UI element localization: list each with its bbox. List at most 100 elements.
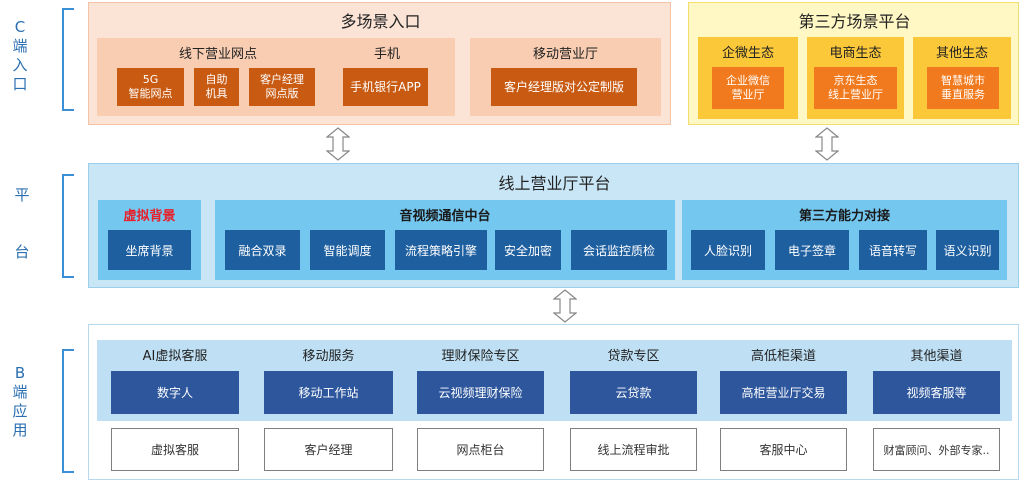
- virtual-background-group: 虚拟背景 坐席背景: [98, 200, 201, 280]
- b-col-title: 贷款专区: [607, 348, 660, 364]
- updown-arrow-icon: [326, 127, 350, 161]
- platform-label: 平 台: [14, 186, 30, 261]
- wecom-hall-box[interactable]: 企业微信 营业厅: [712, 67, 784, 109]
- agent-background-box[interactable]: 坐席背景: [108, 230, 191, 270]
- b-role-label: 客服中心: [759, 443, 808, 457]
- av-comm-title: 音视频通信中台: [399, 208, 491, 224]
- smart-city-box[interactable]: 智慧城市 垂直服务: [927, 67, 999, 109]
- dual-recording-label: 融合双录: [238, 243, 287, 258]
- wecom-ecosystem-group: 企微生态 企业微信 营业厅: [698, 37, 798, 119]
- b-role-label: 虚拟客服: [150, 443, 199, 457]
- e-signature-box[interactable]: 电子签章: [775, 230, 849, 270]
- e-signature-label: 电子签章: [787, 243, 836, 258]
- b-end-label: B 端 应 用: [12, 364, 28, 439]
- b-role-label: 客户经理: [304, 443, 353, 457]
- updown-arrow-icon: [553, 289, 577, 323]
- b-channel-label: 云视频理财保险: [438, 386, 523, 400]
- b-channel-label: 云贷款: [615, 386, 652, 400]
- offline-mobile-group: 线下营业网点 手机 5G 智能网点 自助 机具 客户经理 网点版 手机银行APP: [97, 38, 455, 116]
- mobile-hall-group: 移动营业厅 客户经理版对公定制版: [470, 38, 661, 116]
- b-channel-label: 视频客服等: [906, 386, 967, 400]
- b-channel-label: 高柜营业厅交易: [741, 386, 826, 400]
- c-end-label: C 端 入 口: [12, 18, 28, 93]
- third-party-capability-group: 第三方能力对接 人脸识别 电子签章 语音转写 语义识别: [682, 200, 1007, 280]
- b-col-title: AI虚拟客服: [142, 348, 208, 364]
- b-channel-box[interactable]: 云视频理财保险: [417, 371, 544, 414]
- b-col-title: 移动服务: [302, 348, 355, 364]
- b-role-box[interactable]: 客户经理: [264, 428, 393, 471]
- speech-transcription-box[interactable]: 语音转写: [859, 230, 927, 270]
- jd-online-hall-label: 京东生态 线上营业厅: [828, 74, 883, 101]
- agent-background-label: 坐席背景: [125, 243, 174, 258]
- b-end-channel-band: [97, 340, 1012, 421]
- wecom-hall-label: 企业微信 营业厅: [726, 74, 770, 101]
- b-channel-box[interactable]: 数字人: [111, 371, 239, 414]
- corporate-custom-label: 客户经理版对公定制版: [503, 80, 624, 94]
- b-role-box[interactable]: 财富顾问、外部专家..: [873, 428, 1000, 471]
- security-encryption-box[interactable]: 安全加密: [495, 230, 561, 270]
- third-party-scene-title: 第三方场景平台: [798, 12, 911, 31]
- account-manager-outlet-label: 客户经理 网点版: [260, 73, 304, 100]
- b-role-label: 财富顾问、外部专家..: [883, 443, 990, 457]
- b-role-box[interactable]: 客服中心: [720, 428, 847, 471]
- face-recognition-box[interactable]: 人脸识别: [691, 230, 765, 270]
- b-channel-label: 数字人: [156, 386, 193, 400]
- b-channel-label: 移动工作站: [298, 386, 359, 400]
- c-end-bracket: [62, 8, 74, 111]
- ecommerce-ecosystem-title: 电商生态: [829, 45, 882, 61]
- third-party-scene-panel: 第三方场景平台 企微生态 企业微信 营业厅 电商生态 京东生态 线上营业厅 其他…: [688, 2, 1019, 125]
- corporate-custom-box[interactable]: 客户经理版对公定制版: [491, 68, 637, 106]
- b-col-title: 高低柜渠道: [750, 348, 816, 364]
- b-col-title: 理财保险专区: [441, 348, 520, 364]
- self-service-machine-box[interactable]: 自助 机具: [194, 68, 239, 106]
- b-col-title: 其他渠道: [910, 348, 963, 364]
- 5g-smart-outlet-label: 5G 智能网点: [128, 73, 173, 100]
- smart-dispatch-label: 智能调度: [323, 243, 372, 258]
- ecommerce-ecosystem-group: 电商生态 京东生态 线上营业厅: [807, 37, 904, 119]
- b-role-label: 网点柜台: [456, 443, 505, 457]
- av-comm-group: 音视频通信中台 融合双录 智能调度 流程策略引擎 安全加密 会话监控质检: [215, 200, 675, 280]
- 5g-smart-outlet-box[interactable]: 5G 智能网点: [117, 68, 184, 106]
- policy-engine-label: 流程策略引擎: [404, 243, 477, 258]
- speech-transcription-label: 语音转写: [868, 243, 917, 258]
- b-end-bracket: [62, 349, 74, 473]
- b-channel-box[interactable]: 视频客服等: [873, 371, 1000, 414]
- wecom-ecosystem-title: 企微生态: [721, 45, 774, 61]
- b-channel-box[interactable]: 云贷款: [570, 371, 697, 414]
- b-end-panel: AI虚拟客服 数字人 虚拟客服 移动服务 移动工作站 客户经理 理财保险专区 云…: [88, 324, 1019, 480]
- account-manager-outlet-box[interactable]: 客户经理 网点版: [249, 68, 315, 106]
- online-hall-platform-panel: 线上营业厅平台 虚拟背景 坐席背景 音视频通信中台 融合双录 智能调度 流程策略…: [88, 163, 1019, 288]
- mobile-banking-app-label: 手机银行APP: [350, 80, 421, 94]
- third-party-capability-title: 第三方能力对接: [798, 208, 890, 224]
- b-channel-box[interactable]: 高柜营业厅交易: [720, 371, 847, 414]
- semantic-recognition-label: 语义识别: [943, 243, 992, 258]
- b-role-box[interactable]: 网点柜台: [417, 428, 544, 471]
- semantic-recognition-box[interactable]: 语义识别: [936, 230, 999, 270]
- platform-title: 线上营业厅平台: [498, 174, 611, 193]
- session-monitoring-label: 会话监控质检: [582, 243, 655, 258]
- multi-scene-entry-panel: 多场景入口 线下营业网点 手机 5G 智能网点 自助 机具 客户经理 网点版 手…: [88, 2, 671, 125]
- platform-bracket: [62, 174, 74, 278]
- mobile-banking-app-box[interactable]: 手机银行APP: [343, 68, 428, 106]
- mobile-hall-title: 移动营业厅: [532, 46, 598, 62]
- b-role-label: 线上流程审批: [597, 443, 670, 457]
- smart-city-label: 智慧城市 垂直服务: [941, 74, 985, 101]
- policy-engine-box[interactable]: 流程策略引擎: [395, 230, 487, 270]
- security-encryption-label: 安全加密: [503, 243, 552, 258]
- updown-arrow-icon: [815, 127, 839, 161]
- jd-online-hall-box[interactable]: 京东生态 线上营业厅: [814, 67, 897, 109]
- session-monitoring-box[interactable]: 会话监控质检: [571, 230, 667, 270]
- b-channel-box[interactable]: 移动工作站: [264, 371, 393, 414]
- other-ecosystem-title: 其他生态: [935, 45, 988, 61]
- mobile-title: 手机: [373, 46, 400, 62]
- smart-dispatch-box[interactable]: 智能调度: [310, 230, 385, 270]
- b-role-box[interactable]: 线上流程审批: [570, 428, 697, 471]
- dual-recording-box[interactable]: 融合双录: [225, 230, 300, 270]
- virtual-background-title: 虚拟背景: [123, 208, 176, 224]
- self-service-machine-label: 自助 机具: [205, 73, 228, 100]
- other-ecosystem-group: 其他生态 智慧城市 垂直服务: [913, 37, 1011, 119]
- offline-outlets-title: 线下营业网点: [178, 46, 257, 62]
- face-recognition-label: 人脸识别: [703, 243, 752, 258]
- multi-scene-entry-title: 多场景入口: [340, 12, 421, 31]
- b-role-box[interactable]: 虚拟客服: [111, 428, 239, 471]
